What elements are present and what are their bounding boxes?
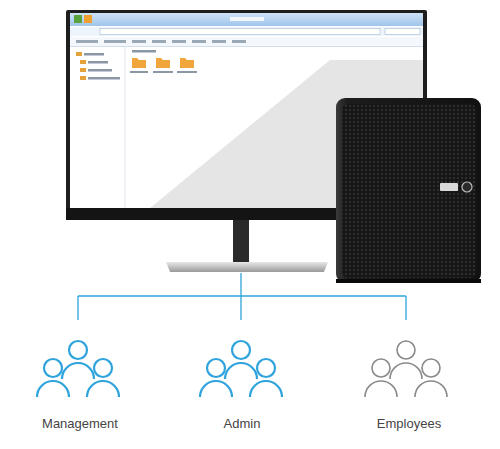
people-icon [37, 341, 119, 397]
tree-wires [78, 273, 406, 320]
group-label: Employees [377, 416, 441, 431]
nas-server [336, 98, 481, 283]
group-node: Employees [373, 414, 445, 433]
people-icon [365, 341, 447, 397]
group-label: Management [42, 416, 118, 431]
group-node: Admin [220, 414, 265, 433]
people-icon [200, 341, 282, 397]
group-node: Management [38, 414, 122, 433]
group-label: Admin [224, 416, 261, 431]
